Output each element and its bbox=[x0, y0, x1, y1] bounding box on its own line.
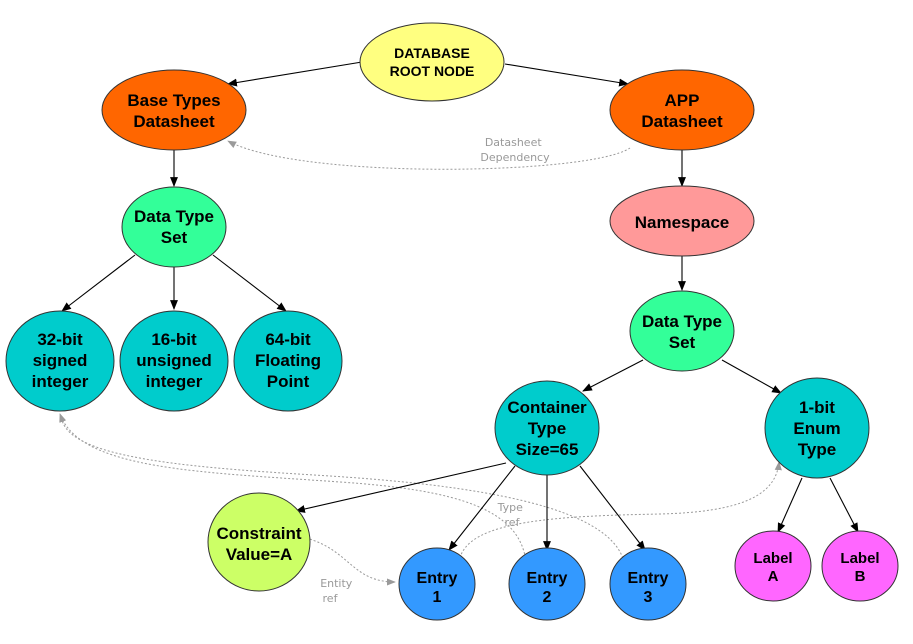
type-ref-link-entry1 bbox=[459, 461, 782, 559]
edge-container-constraint bbox=[295, 462, 507, 513]
edge-enum-label-b bbox=[829, 477, 859, 533]
dependency-links bbox=[59, 140, 782, 586]
type-ref-link-entry3 bbox=[61, 419, 625, 563]
edge-container-entry3 bbox=[579, 465, 646, 551]
hierarchy-edges bbox=[61, 61, 859, 551]
annotation-notes: Datasheet Dependency Type ref Entity ref bbox=[320, 136, 550, 605]
node-namespace[interactable]: Namespace bbox=[609, 185, 755, 257]
edge-enum-label-a bbox=[777, 477, 803, 533]
edge-app-dts-container bbox=[582, 359, 644, 392]
edge-app-dts-enum bbox=[721, 359, 782, 394]
edge-base-dts-float64 bbox=[212, 254, 287, 312]
edge-root-base-datasheet bbox=[227, 61, 363, 87]
note-type-ref: Type ref bbox=[497, 501, 527, 529]
svg-text:Namespace: Namespace bbox=[635, 213, 730, 232]
edge-root-app-datasheet bbox=[504, 63, 629, 87]
note-entity-ref: Entity ref bbox=[320, 577, 356, 605]
dependency-link-datasheet bbox=[227, 140, 631, 170]
note-datasheet-dependency: Datasheet Dependency bbox=[480, 136, 550, 164]
entity-ref-link bbox=[305, 537, 396, 586]
edge-container-entry1 bbox=[448, 465, 516, 551]
edge-base-dts-int32 bbox=[61, 254, 136, 312]
